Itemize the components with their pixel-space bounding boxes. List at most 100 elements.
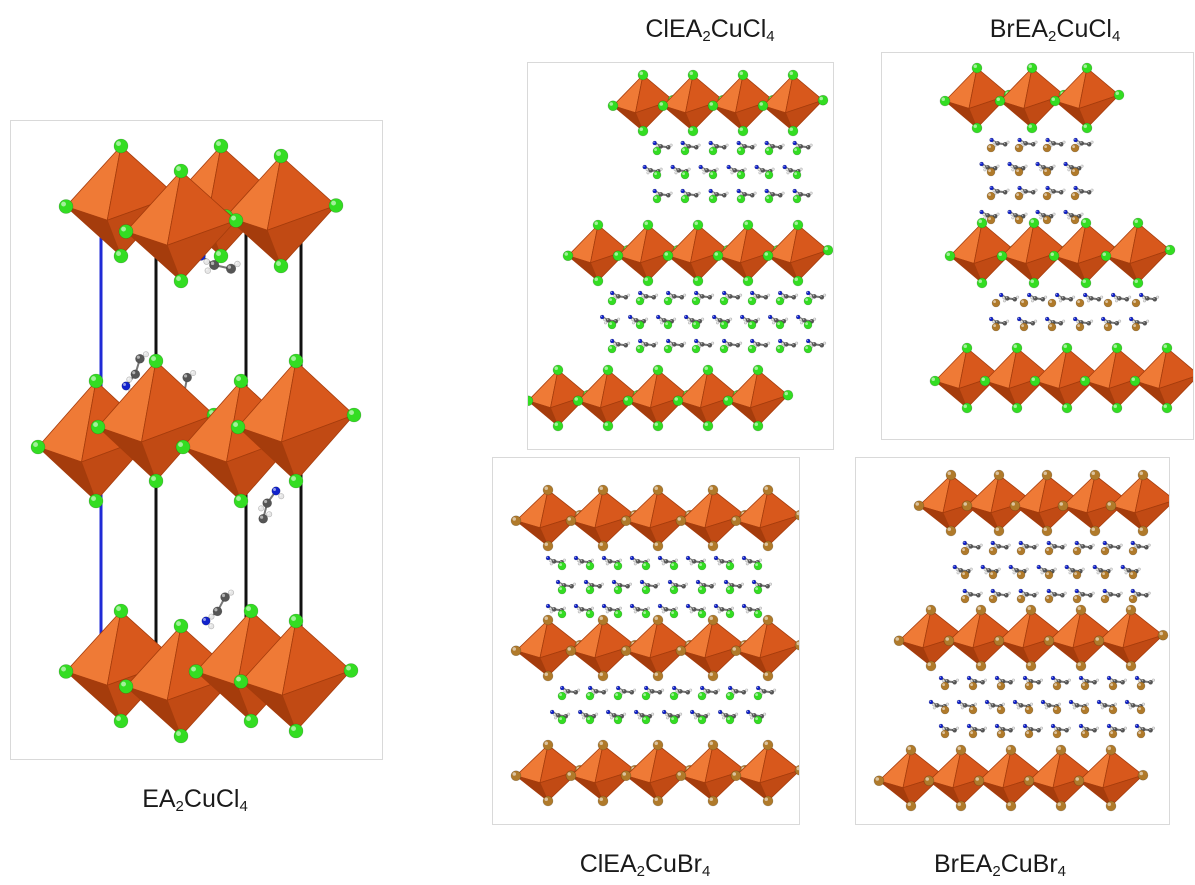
organic-halogen-atom-highlight: [1077, 324, 1080, 327]
hydrogen-atom-highlight: [694, 716, 696, 718]
carbon-atom-highlight: [566, 689, 569, 692]
carbon-atom-highlight: [1071, 568, 1073, 571]
halide-atom-highlight: [1083, 124, 1087, 128]
hydrogen-atom: [1021, 591, 1025, 596]
organic-halogen-atom-highlight: [1102, 572, 1105, 575]
halide-atom-highlight: [1139, 527, 1143, 531]
hydrogen-atom: [669, 341, 673, 346]
hydrogen-atom: [767, 143, 771, 148]
halide-atom: [343, 663, 359, 678]
carbon-atom-highlight: [1024, 189, 1026, 192]
organic-halogen-atom: [940, 729, 950, 739]
halide-atom-highlight: [246, 716, 251, 721]
hydrogen-atom: [1151, 678, 1155, 682]
halide-atom: [1137, 525, 1149, 537]
carbon-atom: [783, 293, 789, 299]
hydrogen-atom: [1114, 295, 1118, 300]
organic-halogen-atom: [652, 170, 662, 180]
carbon-atom-highlight: [1060, 593, 1063, 596]
halide-atom-highlight: [963, 404, 967, 408]
hydrogen-atom-highlight: [629, 583, 631, 585]
halide-atom: [913, 500, 925, 512]
hydrogen-atom: [1030, 299, 1035, 303]
halide-atom-highlight: [1159, 631, 1163, 636]
hydrogen-atom: [997, 567, 1001, 571]
organic-halogen-atom: [697, 561, 707, 571]
halide-atom-highlight: [604, 366, 608, 370]
carbon-atom: [677, 688, 683, 694]
hydrogen-atom-highlight: [767, 294, 769, 296]
hydrogen-atom: [1090, 140, 1094, 144]
halide-atom: [762, 670, 774, 682]
carbon-atom-highlight: [820, 343, 822, 346]
organic-halogen-atom-highlight: [988, 217, 991, 221]
hydrogen-atom-highlight: [753, 342, 755, 344]
hydrogen-atom: [730, 171, 734, 175]
carbon-atom-highlight: [993, 166, 996, 169]
hydrogen-atom: [1067, 168, 1071, 172]
halide-atom: [1125, 604, 1137, 616]
hydrogen-atom: [683, 341, 687, 345]
halide-atom-highlight: [1083, 64, 1087, 68]
hydrogen-atom-highlight: [781, 342, 783, 344]
hydrogen-atom: [683, 191, 687, 196]
organic-halogen-atom: [736, 194, 746, 204]
hydrogen-atom: [698, 582, 703, 587]
hydrogen-atom-highlight: [641, 342, 643, 344]
halide-atom: [288, 613, 304, 629]
halide-atom: [692, 219, 704, 231]
hydrogen-atom: [757, 317, 761, 321]
halide-atom: [228, 213, 244, 228]
hydrogen-atom-highlight: [1011, 165, 1013, 167]
carbon-atom-highlight: [1057, 727, 1060, 730]
halide-atom: [652, 540, 664, 552]
halide-atom: [1049, 95, 1061, 107]
halide-atom-highlight: [151, 356, 156, 361]
hydrogen-atom: [1086, 295, 1090, 300]
halide-atom: [1005, 800, 1017, 812]
hydrogen-atom-highlight: [727, 583, 729, 585]
carbon-atom-highlight: [684, 169, 687, 172]
organic-halogen-atom: [986, 167, 996, 177]
hydrogen-atom: [646, 171, 650, 175]
hydrogen-atom-highlight: [809, 342, 811, 344]
hydrogen-atom: [945, 702, 949, 706]
organic-halogen-atom: [663, 344, 673, 354]
halide-atom: [1111, 402, 1123, 414]
hydrogen-atom: [659, 321, 664, 325]
hydrogen-atom-highlight: [675, 607, 677, 609]
carbon-atom-highlight: [971, 704, 973, 707]
organic-halogen-atom: [557, 609, 567, 619]
hydrogen-atom-highlight: [757, 318, 759, 320]
carbon-atom: [1116, 295, 1122, 301]
hydrogen-atom: [1007, 591, 1011, 595]
halide-atom: [542, 670, 554, 682]
hydrogen-atom: [721, 716, 726, 720]
halide-atom-highlight: [599, 797, 603, 801]
hydrogen-atom: [996, 212, 1000, 216]
halide-atom-highlight: [941, 97, 945, 101]
halide-atom-highlight: [176, 731, 181, 736]
carbon-atom-highlight: [986, 213, 988, 216]
hydrogen-atom-highlight: [684, 192, 686, 194]
hydrogen-atom: [1038, 164, 1042, 169]
carbon-atom-highlight: [1032, 545, 1035, 548]
organic-halogen-atom-highlight: [693, 298, 696, 301]
hydrogen-atom-highlight: [711, 294, 713, 296]
hydrogen-atom: [548, 606, 553, 611]
hydrogen-atom-highlight: [763, 713, 765, 715]
halide-atom: [993, 469, 1005, 481]
hydrogen-atom-highlight: [683, 342, 685, 344]
hydrogen-atom-highlight: [645, 318, 647, 320]
carbon-atom-highlight: [1059, 321, 1061, 324]
carbon-atom-highlight: [778, 145, 781, 148]
hydrogen-atom: [744, 606, 749, 611]
hydrogen-atom: [781, 293, 785, 298]
hydrogen-atom: [739, 143, 743, 148]
hydrogen-atom: [1048, 140, 1052, 145]
organic-halogen-atom-highlight: [1044, 145, 1047, 148]
nitrogen-atom-highlight: [578, 710, 581, 712]
carbon-atom-highlight: [708, 343, 710, 346]
organic-halogen-atom: [557, 585, 567, 595]
organic-halogen-atom-highlight: [1110, 731, 1113, 734]
